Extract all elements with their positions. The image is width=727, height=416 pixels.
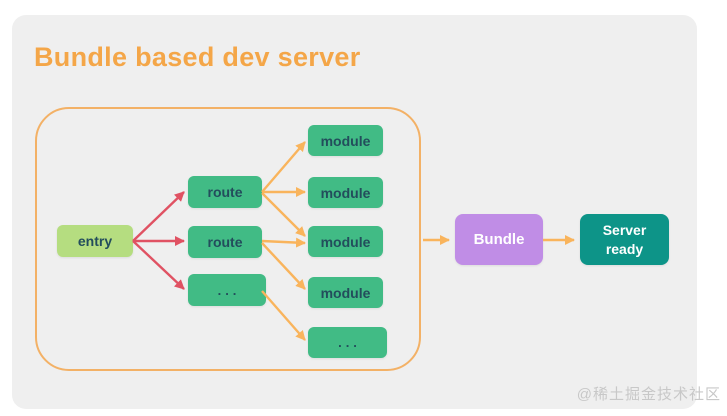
node-module-1: module xyxy=(308,125,383,156)
node-server-ready: Server ready xyxy=(580,214,669,265)
node-bundle: Bundle xyxy=(455,214,543,265)
watermark: @稀土掘金技术社区 xyxy=(576,386,721,403)
node-route-ellipsis: ... xyxy=(188,274,266,306)
node-entry: entry xyxy=(57,225,133,257)
node-route-1: route xyxy=(188,176,262,208)
node-route-2: route xyxy=(188,226,262,258)
node-module-4: module xyxy=(308,277,383,308)
node-module-ellipsis: ... xyxy=(308,327,387,358)
node-module-3: module xyxy=(308,226,383,257)
page-title: Bundle based dev server xyxy=(34,42,361,72)
dev-server-group-outline xyxy=(35,107,421,371)
node-module-2: module xyxy=(308,177,383,208)
